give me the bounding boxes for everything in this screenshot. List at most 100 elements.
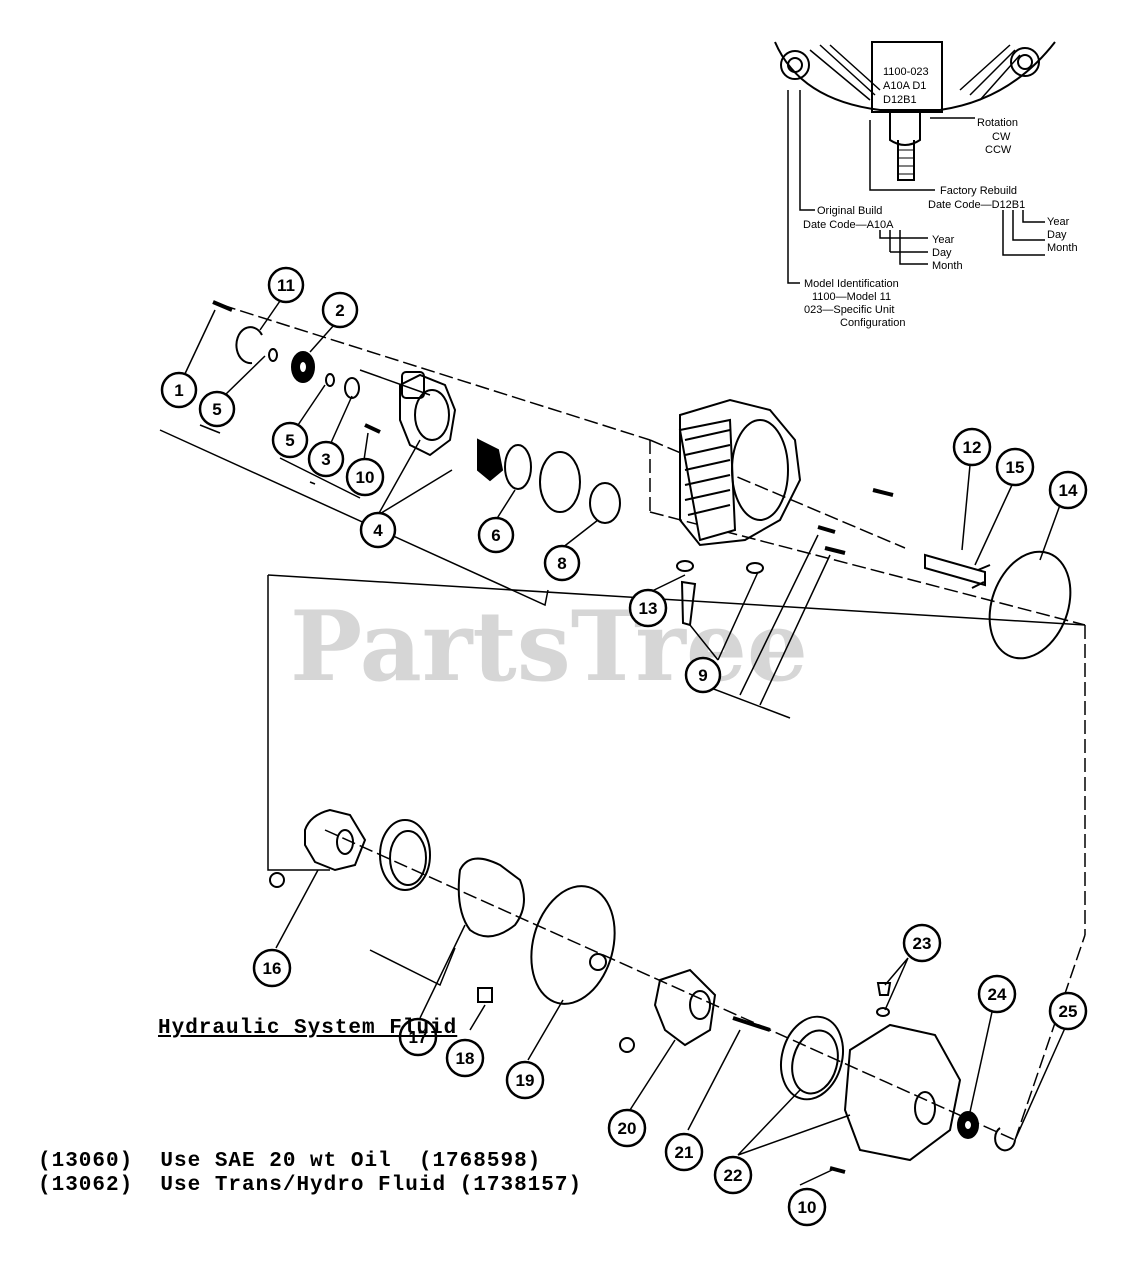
callout-1-label: 1 [174,381,183,400]
callout-9-label: 9 [698,666,707,685]
snap-ring-25 [994,1127,1016,1152]
shaft-15 [924,553,986,587]
band-17b [457,857,525,938]
callout-5a-label: 5 [212,400,221,419]
cam-ring-16 [304,808,367,872]
rebuild-year: Year [1047,216,1070,228]
callout-15: 15 [995,447,1035,487]
callout-25-label: 25 [1059,1002,1078,1021]
callout-24: 24 [977,974,1017,1014]
callout-20: 20 [607,1108,647,1148]
callout-11-label: 11 [277,276,295,295]
callout-2-label: 2 [335,301,344,320]
callout-21-label: 21 [675,1143,694,1162]
original-build-code: Date Code—A10A [803,219,894,231]
callout-8: 8 [543,544,581,582]
factory-rebuild-label: Factory Rebuild [940,185,1017,197]
o-ring-5a [268,348,278,362]
callout-24-label: 24 [988,985,1007,1004]
callout-3: 3 [307,440,345,478]
callout-10b: 10 [787,1187,827,1227]
plate-line-2: A10A D1 [883,80,926,92]
factory-rebuild-code: Date Code—D12B1 [928,199,1025,211]
o-ring-5b [325,373,335,387]
callout-11: 11 [267,266,305,304]
callout-10a: 10 [345,457,385,497]
callout-13: 13 [628,588,668,628]
callout-17-label: 17 [409,1028,428,1047]
ball-20 [619,1037,635,1053]
fluid-line-2: (13062) Use Trans/Hydro Fluid (1738157) [38,1174,583,1197]
callout-14-label: 14 [1059,481,1078,500]
screw-10b [829,1166,846,1174]
plate-line-1: 1100-023 [883,66,929,78]
watermark: PartsTree [290,590,808,703]
callout-16: 16 [252,948,292,988]
rotation-ccw: CCW [985,144,1012,156]
callout-18-label: 18 [456,1049,475,1068]
callout-22-label: 22 [724,1166,743,1185]
callout-21: 21 [664,1132,704,1172]
valve-21 [732,1016,771,1032]
callout-23-label: 23 [913,934,932,953]
callout-14: 14 [1048,470,1088,510]
callout-19-label: 19 [516,1071,535,1090]
rotation-cw: CW [992,131,1011,143]
callout-9: 9 [684,656,722,694]
callout-10a-label: 10 [356,468,375,487]
callout-6-label: 6 [491,526,500,545]
callout-4-label: 4 [373,521,383,540]
id-plate-detail [774,41,1056,284]
callout-8-label: 8 [557,554,566,573]
original-build-label: Original Build [817,205,882,217]
callout-12: 12 [952,427,992,467]
original-day: Day [932,247,952,259]
original-year: Year [932,234,955,246]
ball-16 [269,872,285,888]
callout-22: 22 [713,1155,753,1195]
bolt-1 [212,300,233,312]
plug-18 [477,987,493,1003]
callout-12-label: 12 [963,438,982,457]
plate-line-3: D12B1 [883,94,917,106]
o-ring-6 [504,444,532,490]
callout-15-label: 15 [1006,458,1025,477]
main-housing [679,398,802,547]
snap-ring-11 [235,326,263,365]
part-drawings [212,300,1072,1174]
plate-19 [530,885,616,1005]
callouts: 1 11 2 5 5 3 10 4 6 8 12 15 14 13 9 16 1… [160,266,1088,1227]
callout-2: 2 [321,291,359,329]
callout-5b-label: 5 [285,431,294,450]
callout-6: 6 [477,516,515,554]
cover-housing [843,1023,962,1162]
callout-18: 18 [445,1038,485,1078]
callout-3-label: 3 [321,450,330,469]
port-plate [539,451,581,513]
washer-3 [344,377,360,399]
plug-23 [876,982,892,996]
cam-20 [653,968,717,1047]
screw-10a [364,423,381,434]
rebuild-month: Month [1047,242,1078,254]
callout-16-label: 16 [263,959,282,978]
callout-20-label: 20 [618,1119,637,1138]
rotor [477,438,504,482]
model-id-label: Model Identification [804,278,899,290]
original-month: Month [932,260,963,272]
fluid-heading: Hydraulic System Fluid [158,1017,458,1040]
callout-10b-label: 10 [798,1198,817,1217]
callout-5b: 5 [271,421,309,459]
ring-22 [780,1015,844,1101]
model-id-line-3: Configuration [840,317,905,329]
rotation-label: Rotation [977,117,1018,129]
model-id-line-2: 023—Specific Unit [804,304,895,316]
callout-23: 23 [902,923,942,963]
callout-13-label: 13 [639,599,658,618]
callout-5a: 5 [198,390,236,428]
callout-1: 1 [160,371,198,409]
callout-19: 19 [505,1060,545,1100]
o-ring-8 [589,482,621,524]
